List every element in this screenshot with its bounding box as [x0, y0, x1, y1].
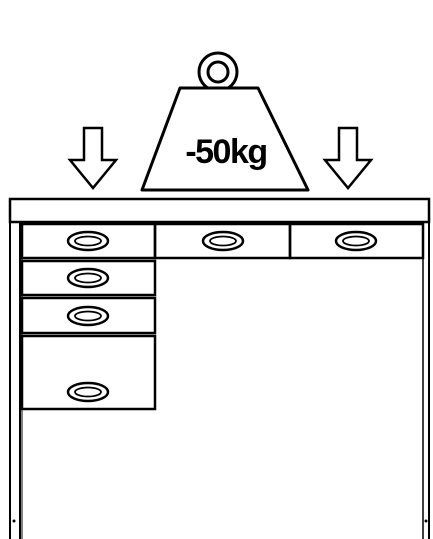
drawer-3	[20, 334, 157, 411]
drawer-1	[20, 259, 157, 297]
drawer-stack	[20, 259, 157, 411]
drawer-handle-icon	[334, 230, 378, 252]
desk-side-panel-left	[9, 199, 23, 539]
desk-top	[8, 197, 431, 224]
drawer-handle-icon	[66, 230, 110, 252]
left-load-arrow-icon	[67, 126, 119, 190]
drawer-2	[20, 296, 157, 335]
drawer-handle-icon	[201, 230, 245, 252]
drawer-handle-icon	[66, 267, 110, 289]
weight-label: -50kg	[185, 133, 266, 171]
top-drawer-row	[20, 222, 425, 260]
drawer-handle-icon	[66, 305, 110, 327]
right-load-arrow-icon	[322, 126, 374, 190]
drawer-handles	[66, 230, 378, 403]
weight-ring	[197, 51, 239, 93]
top-drawer-right	[288, 222, 425, 260]
desk-side-panel-right	[422, 199, 430, 539]
weight-body	[140, 86, 310, 192]
drawer-handle-icon	[66, 381, 110, 403]
